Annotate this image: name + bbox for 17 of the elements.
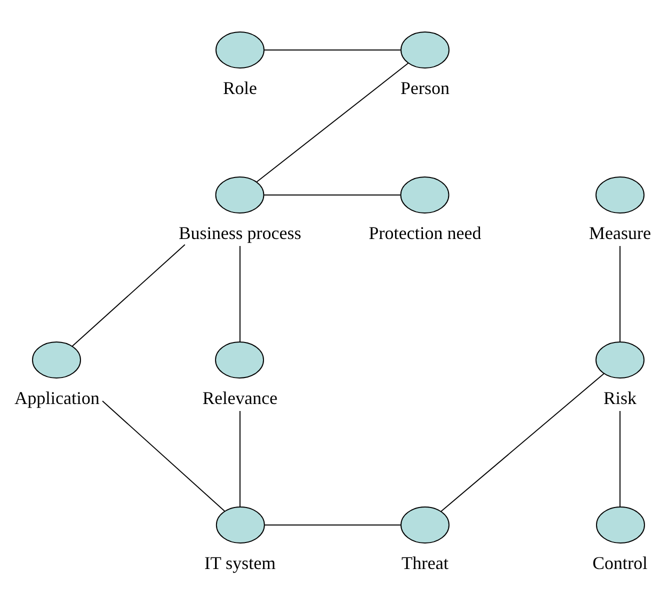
- node-label: Threat: [402, 554, 448, 572]
- node-label: Measure: [589, 224, 651, 242]
- node-label: Relevance: [202, 389, 278, 407]
- node-label: Application: [14, 389, 100, 407]
- node-label: IT system: [204, 554, 276, 572]
- node-label: Control: [592, 554, 648, 572]
- connector-line: [264, 194, 402, 196]
- connector-line: [72, 244, 186, 347]
- node-label: Business process: [178, 224, 302, 242]
- node-label: Role: [223, 79, 257, 97]
- node-label: Protection need: [368, 224, 482, 242]
- connector-line: [440, 372, 605, 512]
- node-label: Risk: [603, 389, 636, 407]
- node-label: Person: [400, 79, 450, 97]
- connector-line: [264, 524, 402, 526]
- connector-line: [102, 400, 226, 512]
- connector-line: [256, 62, 409, 182]
